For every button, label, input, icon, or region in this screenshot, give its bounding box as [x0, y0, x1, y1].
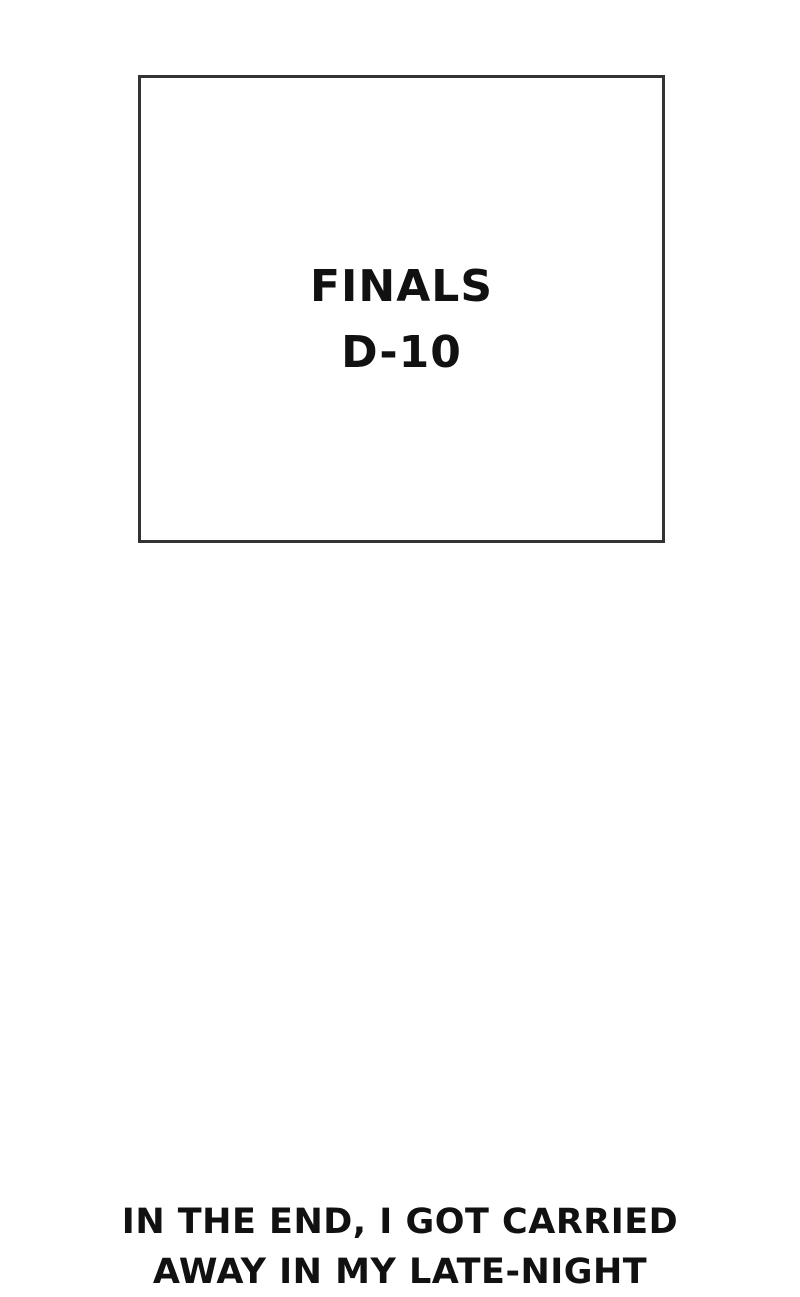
narration-text: IN THE END, I GOT CARRIED AWAY IN MY LAT… [0, 1197, 800, 1297]
panel-caption: FINALS D-10 [141, 254, 662, 386]
comic-panel: FINALS D-10 [138, 75, 665, 543]
caption-title: FINALS [309, 261, 494, 312]
narration-line-1: IN THE END, I GOT CARRIED [121, 1202, 679, 1242]
caption-countdown: D-10 [341, 327, 462, 378]
narration-line-2: AWAY IN MY LATE-NIGHT [152, 1252, 648, 1292]
